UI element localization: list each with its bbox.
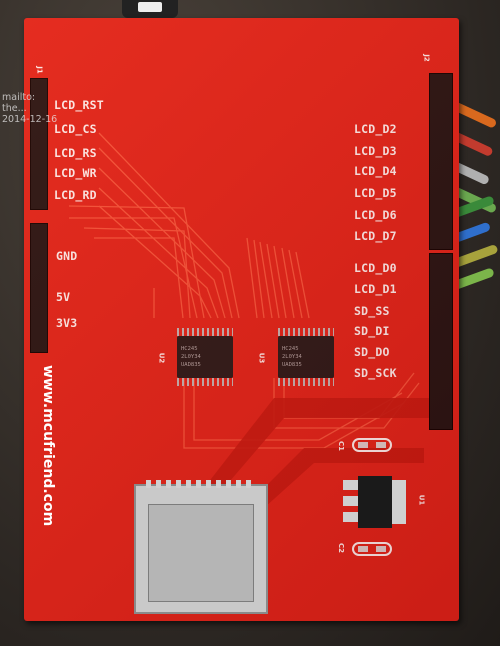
label-3v3: 3V3 <box>56 316 78 330</box>
regulator-pin-2 <box>343 496 358 506</box>
pcb-traces <box>68 132 434 508</box>
header-j1-bottom <box>30 223 48 353</box>
label-lcd-cs: LCD_CS <box>54 122 97 136</box>
label-5v: 5V <box>56 290 71 304</box>
label-sd-ss: SD_SS <box>354 304 390 318</box>
capacitor-c1-label: C1 <box>337 440 346 452</box>
label-lcd-rst: LCD_RST <box>54 98 104 112</box>
watermark-line-1: mailto: <box>2 92 36 103</box>
capacitor-c2-label: C2 <box>337 542 346 554</box>
label-lcd-rd: LCD_RD <box>54 188 97 202</box>
regulator-u1-label: U1 <box>417 494 426 506</box>
chip-u3-mark-1: HC245 <box>282 346 299 352</box>
label-lcd-d6: LCD_D6 <box>354 208 397 222</box>
regulator-pin-3 <box>343 512 358 522</box>
label-sd-sck: SD_SCK <box>354 366 397 380</box>
sd-card-cover <box>148 504 254 602</box>
sd-card-slot <box>134 480 268 614</box>
regulator-tab <box>392 480 406 524</box>
header-j2-top <box>429 73 453 250</box>
voltage-regulator <box>358 476 392 528</box>
top-cable-label <box>138 2 162 12</box>
header-j1-top <box>30 78 48 210</box>
j2-label: J2 <box>422 54 431 62</box>
label-lcd-d3: LCD_D3 <box>354 144 397 158</box>
j1-label: J1 <box>35 66 44 74</box>
label-lcd-d7: LCD_D7 <box>354 229 397 243</box>
board-url-text: www.mcufriend.com <box>40 365 56 527</box>
capacitor-c2 <box>352 542 392 556</box>
label-gnd: GND <box>56 249 78 263</box>
label-lcd-wr: LCD_WR <box>54 166 97 180</box>
sd-card-contacts <box>146 480 256 488</box>
chip-u3-mark-2: 2L0Y34 <box>282 354 302 360</box>
watermark-line-3: 2014-12-16 <box>2 114 58 125</box>
label-sd-di: SD_DI <box>354 324 390 338</box>
label-lcd-d2: LCD_D2 <box>354 122 397 136</box>
label-sd-do: SD_DO <box>354 345 390 359</box>
label-lcd-d1: LCD_D1 <box>354 282 397 296</box>
regulator-pin-1 <box>343 480 358 490</box>
header-j2-bottom <box>429 253 453 430</box>
label-lcd-d0: LCD_D0 <box>354 261 397 275</box>
chip-u2-label: U2 <box>157 352 166 364</box>
chip-u2: HC245 2L0Y34 UAD835 <box>177 328 233 386</box>
chip-u3-mark-3: UAD835 <box>282 362 302 368</box>
chip-u2-mark-1: HC245 <box>181 346 198 352</box>
chip-u3: HC245 2L0Y34 UAD835 <box>278 328 334 386</box>
label-lcd-rs: LCD_RS <box>54 146 97 160</box>
chip-u2-mark-2: 2L0Y34 <box>181 354 201 360</box>
watermark-line-2: the... <box>2 103 27 114</box>
chip-u3-label: U3 <box>257 352 266 364</box>
chip-u2-mark-3: UAD835 <box>181 362 201 368</box>
label-lcd-d5: LCD_D5 <box>354 186 397 200</box>
capacitor-c1 <box>352 438 392 452</box>
label-lcd-d4: LCD_D4 <box>354 164 397 178</box>
